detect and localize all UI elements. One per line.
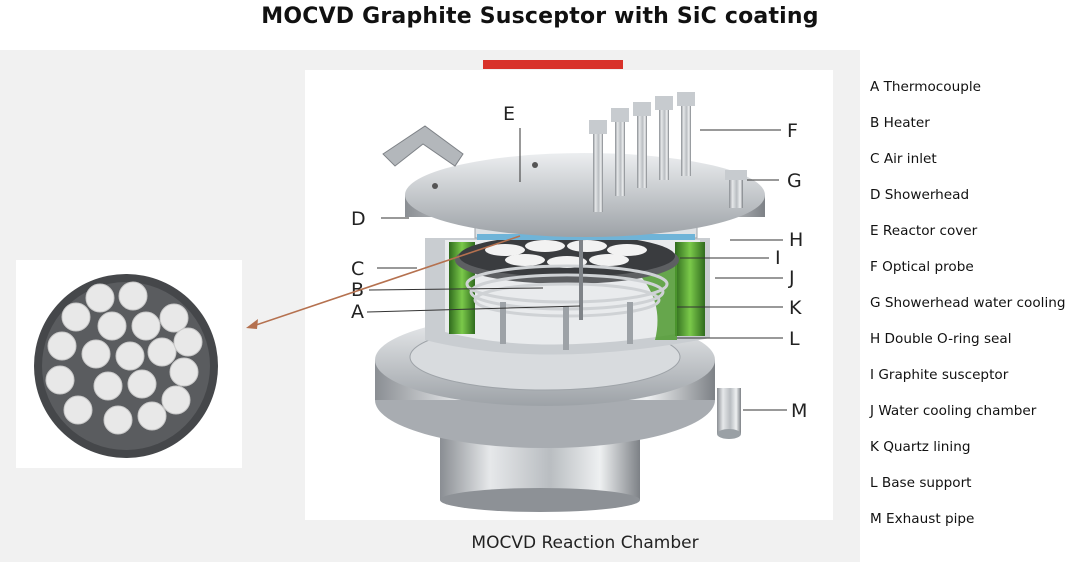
legend-item-b: B Heater xyxy=(870,115,930,131)
reactor-cover xyxy=(382,125,765,237)
legend-item-e: E Reactor cover xyxy=(870,223,978,239)
legend-item-j: J Water cooling chamber xyxy=(870,403,1037,419)
exhaust-pipe xyxy=(717,388,741,439)
callout-i: I xyxy=(775,247,781,269)
legend-item-i: I Graphite susceptor xyxy=(870,367,1009,383)
legend-list: A Thermocouple B Heater C Air inlet D Sh… xyxy=(870,74,1080,542)
legend-item-a: A Thermocouple xyxy=(870,79,981,95)
page-title: MOCVD Graphite Susceptor with SiC coatin… xyxy=(261,4,819,29)
callout-e: E xyxy=(503,103,515,125)
callout-l: L xyxy=(789,328,800,350)
legend-item-k: K Quartz lining xyxy=(870,439,971,455)
diagram-caption: MOCVD Reaction Chamber xyxy=(471,533,699,553)
showerhead-water-cooling-pipe xyxy=(725,170,747,208)
wafer-pockets xyxy=(45,281,203,435)
callout-h: H xyxy=(789,229,803,251)
optical-probes xyxy=(589,92,695,212)
legend-item-m: M Exhaust pipe xyxy=(870,511,975,527)
legend-item-g: G Showerhead water cooling xyxy=(870,295,1066,311)
callout-f: F xyxy=(787,120,798,142)
legend-item-l: L Base support xyxy=(870,475,972,491)
callout-j: J xyxy=(788,267,795,289)
callout-g: G xyxy=(787,170,802,192)
graphite-susceptor xyxy=(455,235,679,284)
accent-bar xyxy=(483,60,623,69)
callout-d: D xyxy=(351,208,366,230)
susceptor-top-view xyxy=(34,274,218,458)
callout-b: B xyxy=(351,279,364,301)
callout-a: A xyxy=(351,301,364,323)
callout-k: K xyxy=(789,297,802,319)
legend-item-h: H Double O-ring seal xyxy=(870,331,1012,347)
legend-item-c: C Air inlet xyxy=(870,151,937,167)
legend-item-d: D Showerhead xyxy=(870,187,970,203)
reaction-chamber-diagram: E F G D H I C J B K A L M xyxy=(351,92,807,512)
callout-m: M xyxy=(791,400,807,422)
callout-c: C xyxy=(351,258,364,280)
legend-item-f: F Optical probe xyxy=(870,259,974,275)
